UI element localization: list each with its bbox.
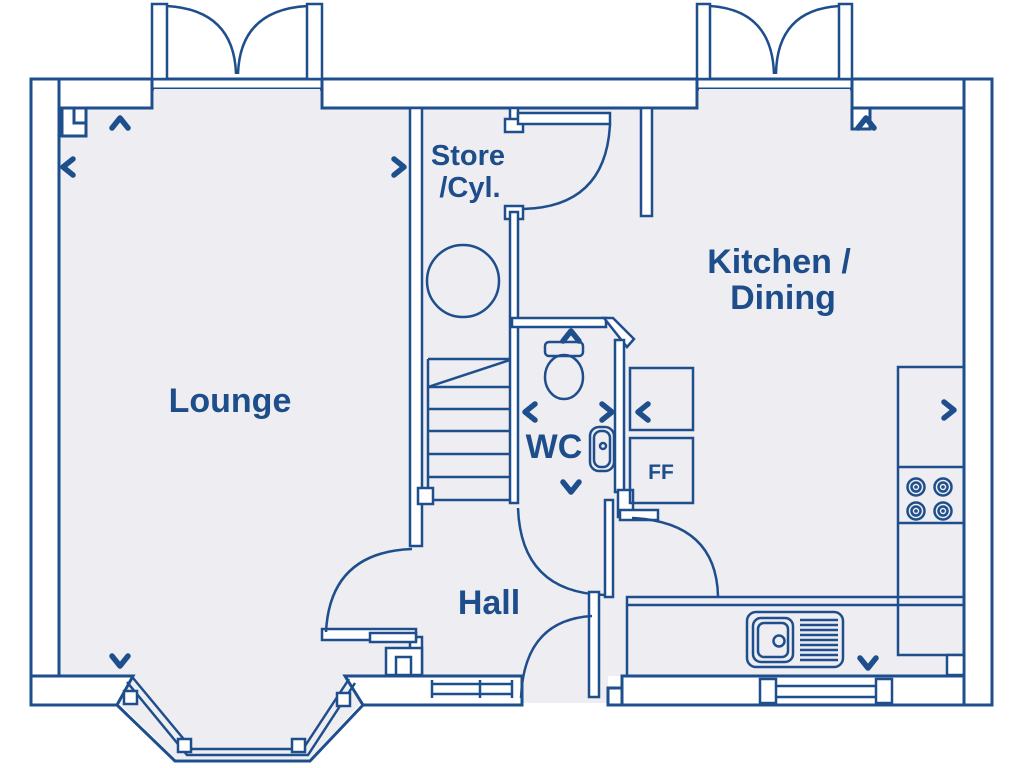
chevron-markers [60, 115, 957, 671]
chevron-down-icon [109, 653, 131, 669]
fridge-freezer-unit [628, 366, 695, 505]
fridge-freezer-label: FF [648, 461, 674, 484]
hall-window [430, 680, 514, 698]
store-door [516, 111, 612, 211]
room-labels: Lounge Store /Cyl. Kitchen / Dining WC H… [169, 140, 852, 622]
hall-label: Hall [458, 584, 520, 622]
hob-burner [906, 501, 926, 521]
chevron-right-icon [599, 401, 615, 423]
sink-drainer [800, 618, 838, 662]
store-label-line1: Store [431, 140, 505, 172]
french-door-lounge [150, 2, 324, 81]
chevron-left-icon [522, 401, 538, 423]
kitchen-window [758, 677, 894, 705]
kitchen-dining-label-line1: Kitchen / [707, 243, 851, 281]
wc-label: WC [526, 428, 583, 466]
kitchen-sink [745, 610, 845, 669]
french-door-kitchen [695, 2, 854, 81]
chevron-left-icon [635, 401, 651, 423]
hob-burner [906, 477, 926, 497]
front-door [519, 590, 601, 699]
chevron-down-icon [560, 479, 582, 495]
stairs [416, 357, 511, 506]
chevron-down-icon [857, 655, 879, 671]
chevron-up-icon [855, 115, 877, 131]
kitchen-dining-label-line2: Dining [730, 279, 836, 317]
kitchen-door [618, 508, 720, 597]
chevron-right-icon [391, 156, 407, 178]
hob-burner [933, 501, 953, 521]
lounge-label: Lounge [169, 382, 292, 420]
chevron-left-icon [60, 156, 76, 178]
kitchen-counter-south [625, 595, 966, 678]
bay-window [115, 677, 365, 763]
chevron-up-icon [560, 328, 582, 344]
store-label-line2: /Cyl. [439, 172, 500, 204]
door-sills [150, 77, 854, 108]
kitchen-counter-east [896, 365, 966, 677]
wc-basin [588, 425, 616, 473]
wc-door [516, 507, 605, 597]
hot-water-cylinder [425, 243, 501, 319]
hob [906, 477, 953, 521]
chevron-up-icon [109, 115, 131, 131]
chevron-right-icon [941, 399, 957, 421]
radiator-detail [368, 631, 424, 677]
hob-burner [933, 477, 953, 497]
